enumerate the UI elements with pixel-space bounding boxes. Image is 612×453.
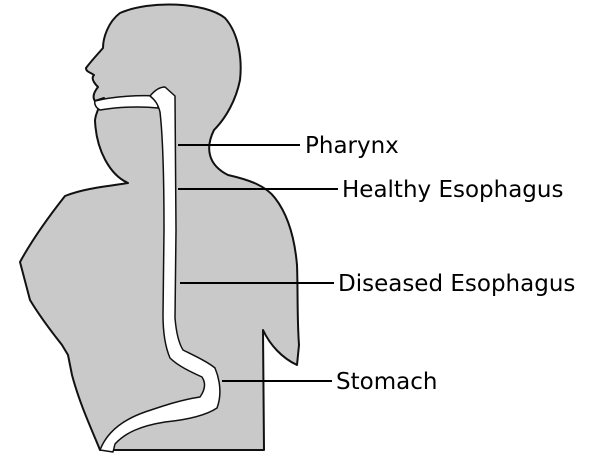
diseased-esophagus-label: Diseased Esophagus [338, 271, 575, 297]
pharynx-label: Pharynx [305, 133, 399, 159]
body-silhouette [20, 4, 299, 450]
healthy-esophagus-label: Healthy Esophagus [342, 177, 563, 203]
stomach-label: Stomach [336, 369, 437, 395]
